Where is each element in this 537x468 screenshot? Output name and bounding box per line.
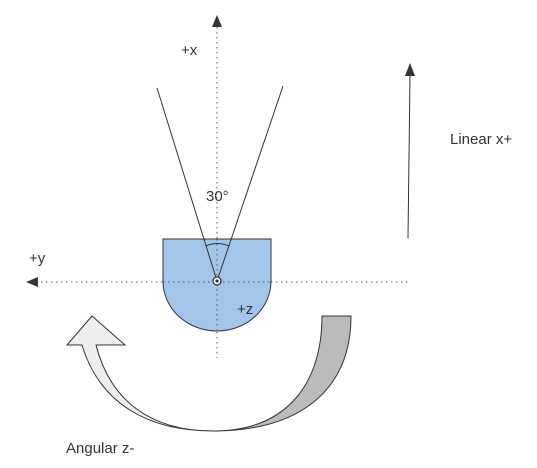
angular-velocity-label: Angular z- bbox=[66, 440, 134, 457]
z-axis-label: +z bbox=[237, 301, 253, 318]
fov-angle-arc bbox=[205, 243, 230, 247]
origin-marker-inner bbox=[215, 279, 219, 283]
x-axis-label: +x bbox=[181, 42, 198, 59]
linear-velocity-label: Linear x+ bbox=[450, 131, 512, 148]
y-axis-arrowhead bbox=[26, 277, 38, 287]
angular-rotation-arrow bbox=[65, 315, 352, 432]
fov-left-edge bbox=[156, 87, 218, 282]
y-axis-label: +y bbox=[29, 250, 46, 267]
angular-arrow-light-segment bbox=[65, 315, 214, 432]
fov-angle-label: 30° bbox=[206, 188, 229, 205]
x-axis-arrowhead bbox=[212, 15, 222, 27]
linear-velocity-arrowhead bbox=[405, 63, 415, 76]
linear-velocity-arrow bbox=[407, 73, 411, 239]
angular-arrow-dark-segment bbox=[212, 315, 352, 432]
fov-right-edge bbox=[216, 85, 284, 282]
